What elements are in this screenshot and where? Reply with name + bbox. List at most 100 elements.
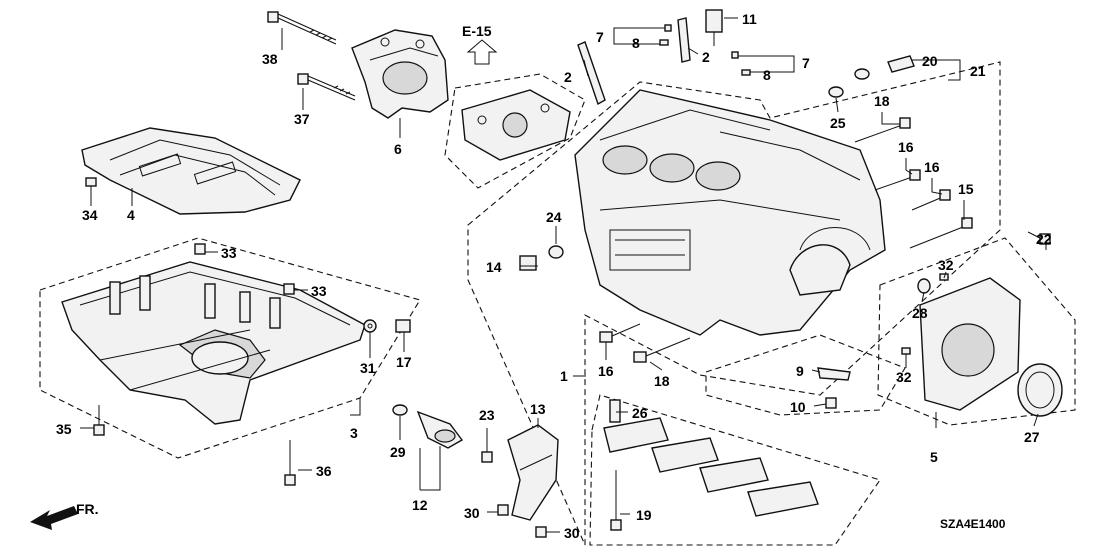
leader-10 <box>813 403 827 407</box>
callout-30a: 30 <box>464 505 480 521</box>
bolt-15 <box>909 217 973 249</box>
oil-jet-9 <box>817 367 851 381</box>
callout-30b: 30 <box>564 525 580 541</box>
oil-jet-2a <box>577 41 606 106</box>
bolt-34 <box>85 177 97 198</box>
callout-14: 14 <box>486 259 502 275</box>
bolt-16c <box>599 323 641 343</box>
front-label: FR. <box>76 501 99 517</box>
bolt-18b <box>633 337 691 363</box>
leader-18a <box>881 112 900 125</box>
oil-seal-case-5 <box>919 277 1021 411</box>
main-bearing-cap-4 <box>747 481 819 517</box>
engine-block-group-outline <box>467 61 1001 546</box>
callout-15: 15 <box>958 181 974 197</box>
reference-up-arrow-icon <box>466 39 498 65</box>
callout-17: 17 <box>396 354 412 370</box>
callout-18b: 18 <box>654 373 670 389</box>
callout-18a: 18 <box>874 93 890 109</box>
bolt-30b <box>535 526 547 538</box>
washer-31 <box>363 319 377 333</box>
leader-27 <box>1033 413 1039 427</box>
leader-28 <box>921 291 925 303</box>
leader-8b <box>750 62 795 73</box>
magnet-plug-33b <box>283 283 295 295</box>
callout-33b: 33 <box>311 283 327 299</box>
main-bearing-cap-3 <box>699 457 769 493</box>
callout-29: 29 <box>390 444 406 460</box>
bracket-13 <box>507 424 559 521</box>
callout-22: 22 <box>1036 231 1052 247</box>
callout-7b: 7 <box>802 55 810 71</box>
callout-2b: 2 <box>702 49 710 65</box>
callout-32b: 32 <box>896 369 912 385</box>
dowel-pin-32b <box>901 347 911 355</box>
callout-5: 5 <box>930 449 938 465</box>
o-ring-28 <box>917 278 931 294</box>
o-ring-29 <box>392 404 408 416</box>
main-bearing-cap-2 <box>651 437 719 473</box>
callout-8a: 8 <box>632 35 640 51</box>
oil-pan-3 <box>61 261 366 425</box>
dowel-pin-26 <box>609 399 621 423</box>
callout-26: 26 <box>632 405 648 421</box>
leader-18b <box>649 361 663 371</box>
callout-19: 19 <box>636 507 652 523</box>
diagram-code: SZA4E1400 <box>940 517 1006 531</box>
callout-37: 37 <box>294 111 310 127</box>
callout-20: 20 <box>922 53 938 69</box>
bolt-38 <box>267 11 337 45</box>
callout-16c: 16 <box>598 363 614 379</box>
callout-28: 28 <box>912 305 928 321</box>
bolt-22 <box>1027 231 1051 245</box>
bearing-bolt-19 <box>610 470 622 531</box>
callout-38: 38 <box>262 51 278 67</box>
leader-16b <box>931 178 943 195</box>
leader-12 <box>419 446 441 491</box>
leader-9 <box>811 369 821 373</box>
water-pump <box>461 89 571 161</box>
dowel-pin-7b <box>731 51 739 59</box>
callout-31: 31 <box>360 360 376 376</box>
leader-20-21 <box>912 59 961 81</box>
oil-seal-group-outline <box>877 237 1076 426</box>
callout-13: 13 <box>530 401 546 417</box>
callout-25: 25 <box>830 115 846 131</box>
sensor-20 <box>887 55 915 73</box>
oil-pressure-sensor-12 <box>416 410 464 449</box>
callout-11: 11 <box>742 11 757 27</box>
callout-36: 36 <box>316 463 332 479</box>
callout-27: 27 <box>1024 429 1040 445</box>
callout-16a: 16 <box>898 139 914 155</box>
reference-label: E-15 <box>462 23 492 39</box>
washer-24 <box>548 245 564 259</box>
baffle-plate-4 <box>81 127 301 215</box>
main-bearing-cap-1 <box>603 417 669 453</box>
leader-2a <box>583 59 589 77</box>
bolt-37 <box>297 73 356 101</box>
main-cap-group-outline <box>589 394 881 546</box>
dowel-pin-8b <box>741 69 751 76</box>
oil-seal-27 <box>1017 363 1063 417</box>
callout-1: 1 <box>560 368 568 384</box>
callout-16b: 16 <box>924 159 940 175</box>
o-ring-21 <box>854 68 870 80</box>
callout-34: 34 <box>82 207 98 223</box>
magnet-plug-33a <box>194 243 206 255</box>
callout-2a: 2 <box>564 69 572 85</box>
bolt-16b <box>911 189 951 211</box>
leader-25 <box>835 97 839 113</box>
dowel-pin-8a <box>659 39 669 46</box>
callout-21: 21 <box>970 63 986 79</box>
bolt-10 <box>825 397 837 409</box>
callout-8b: 8 <box>763 67 771 83</box>
leader-2b <box>687 47 699 55</box>
callout-12: 12 <box>412 497 428 513</box>
callout-3: 3 <box>350 425 358 441</box>
leader-32a <box>943 271 947 279</box>
bolt-30a <box>497 504 509 516</box>
callout-33a: 33 <box>221 245 237 261</box>
bolt-23 <box>481 440 493 463</box>
leader-8a <box>613 36 660 45</box>
